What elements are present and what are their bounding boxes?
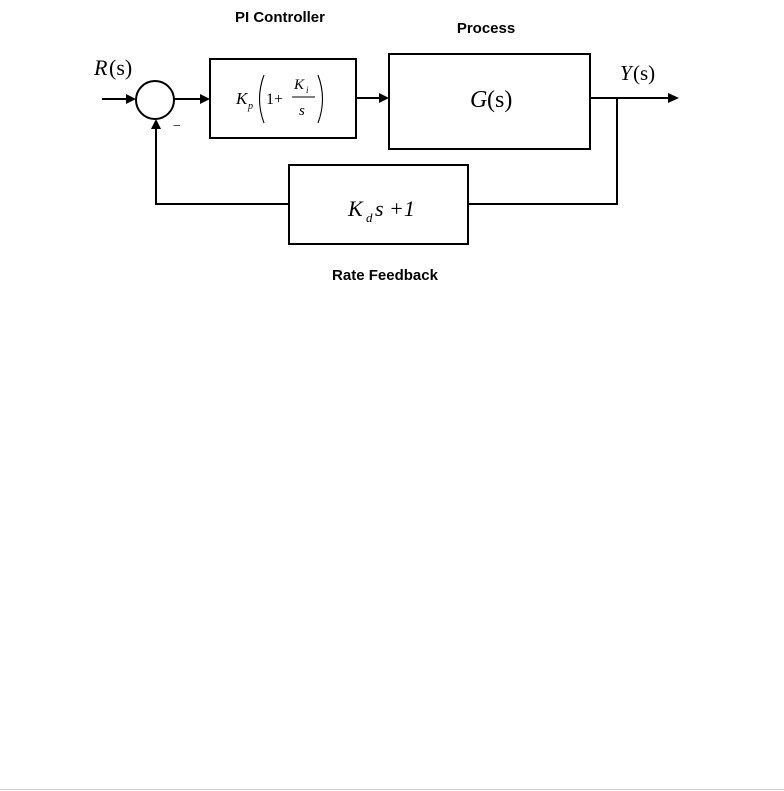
process-title: Process [457,20,515,37]
bottom-divider [0,789,784,790]
control-arrowhead [379,93,389,103]
minus-sign: − [173,119,181,134]
svg-text:(s): (s) [633,61,655,85]
feedback-arrowhead [151,119,161,129]
output-signal-label: Y (s) [620,61,655,85]
feedback-return-line [156,128,289,204]
svg-text:K: K [347,196,364,221]
svg-text:s: s [299,103,305,119]
process-equation: G (s) [470,87,512,113]
svg-text:K: K [235,89,249,108]
svg-text:(s): (s) [487,87,512,113]
input-arrowhead [126,94,136,104]
input-signal-label: R (s) [93,55,132,80]
output-arrowhead [668,93,679,103]
svg-text:s +1: s +1 [375,196,415,221]
svg-text:G: G [470,87,487,113]
rate-feedback-equation: K d s +1 [347,196,415,225]
svg-text:d: d [366,210,373,225]
error-arrowhead [200,94,210,104]
svg-text:(s): (s) [109,55,132,80]
svg-text:p: p [247,101,253,112]
svg-text:1+: 1+ [266,91,283,108]
summing-junction [136,81,174,119]
svg-text:K: K [293,77,305,93]
rate-feedback-title: Rate Feedback [332,267,439,284]
pi-controller-title: PI Controller [235,9,325,26]
svg-text:R: R [93,55,108,80]
svg-text:Y: Y [620,61,634,85]
